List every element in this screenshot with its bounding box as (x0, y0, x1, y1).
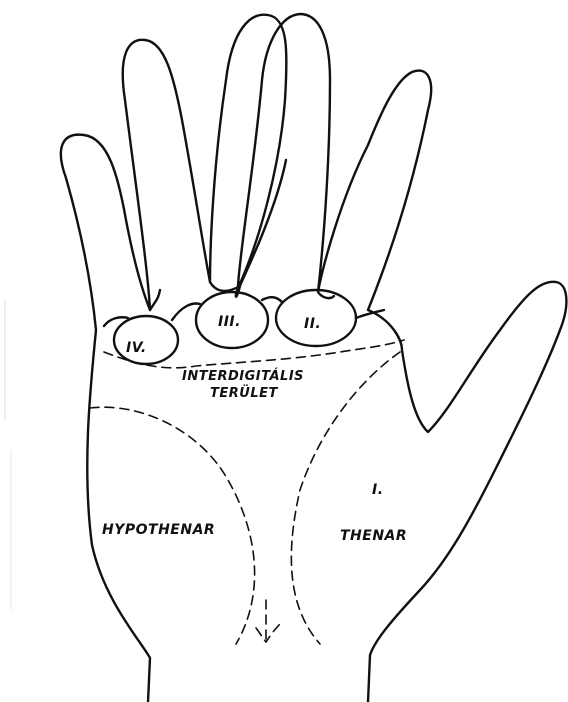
interdigital-label-line2: TERÜLET (210, 385, 278, 401)
hypothenar-label: HYPOTHENAR (102, 522, 215, 538)
wrist-crease-v (256, 624, 280, 642)
scan-noise (4, 300, 12, 610)
hand-outline (61, 14, 567, 702)
thenar-label: THENAR (340, 528, 407, 544)
pad-link-iii-ii (262, 297, 282, 302)
finger-iv-inner-edge (150, 290, 160, 310)
pad-iii-label: III. (218, 314, 241, 330)
finger-iii-right-edge (210, 282, 240, 291)
pad-iv-label: IV. (126, 340, 147, 356)
pad-ii-label: II. (304, 316, 321, 332)
interdigital-label-line1: INTERDIGITÁLIS (182, 368, 304, 384)
thenar-boundary (291, 352, 400, 644)
thenar-numeral-label: I. (372, 482, 384, 498)
